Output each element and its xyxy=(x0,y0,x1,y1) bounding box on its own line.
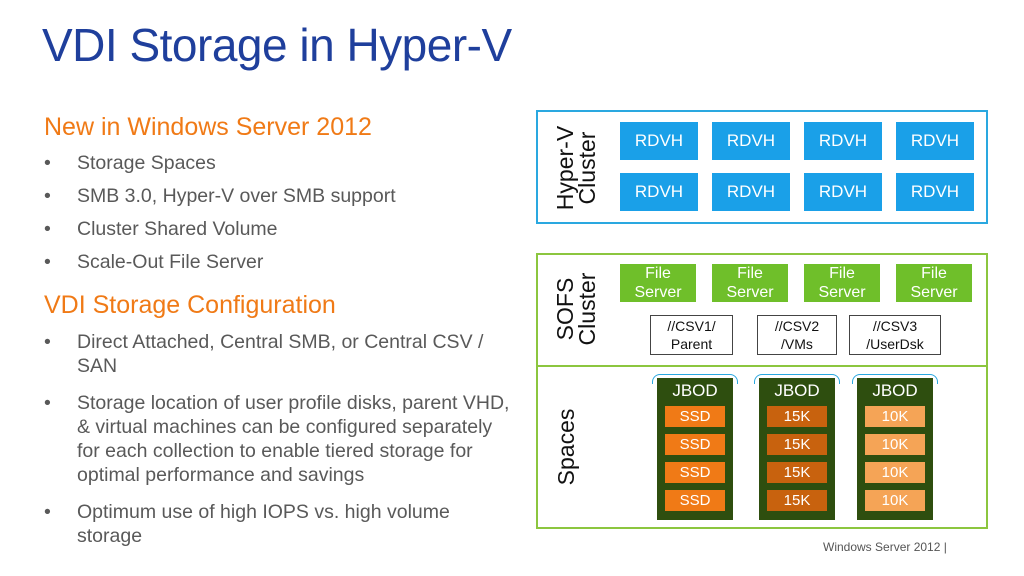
csv-volume-userdsk: //CSV3/UserDsk xyxy=(849,315,941,355)
disk-10k: 10K xyxy=(865,434,925,455)
rdvh-node: RDVH xyxy=(712,173,790,211)
disk-ssd: SSD xyxy=(665,462,725,483)
sofs-cluster-frame xyxy=(536,253,988,529)
brace-connector xyxy=(652,374,738,384)
disk-10k: 10K xyxy=(865,462,925,483)
list-item: •Storage location of user profile disks,… xyxy=(44,392,510,486)
page-title: VDI Storage in Hyper-V xyxy=(42,19,512,71)
list-item: •SMB 3.0, Hyper-V over SMB support xyxy=(44,185,396,207)
bullet-icon: • xyxy=(44,501,51,523)
section-heading-storage-config: VDI Storage Configuration xyxy=(44,291,336,319)
footer-product-name: Windows Server 2012 | xyxy=(823,540,947,554)
spaces-label: Spaces xyxy=(553,408,579,486)
list-item: •Optimum use of high IOPS vs. high volum… xyxy=(44,501,450,547)
list-item: •Storage Spaces xyxy=(44,152,216,174)
list-item: •Cluster Shared Volume xyxy=(44,218,278,240)
rdvh-node: RDVH xyxy=(896,173,974,211)
bullet-icon: • xyxy=(44,185,51,207)
rdvh-node: RDVH xyxy=(896,122,974,160)
disk-10k: 10K xyxy=(865,406,925,427)
bullet-icon: • xyxy=(44,251,51,273)
disk-15k: 15K xyxy=(767,462,827,483)
disk-15k: 15K xyxy=(767,434,827,455)
rdvh-node: RDVH xyxy=(620,173,698,211)
rdvh-node: RDVH xyxy=(712,122,790,160)
list-item: •Scale-Out File Server xyxy=(44,251,264,273)
jbod-enclosure-10k: JBOD 10K 10K 10K 10K xyxy=(857,378,933,520)
rdvh-node: RDVH xyxy=(804,122,882,160)
disk-10k: 10K xyxy=(865,490,925,511)
rdvh-node: RDVH xyxy=(804,173,882,211)
brace-connector xyxy=(852,374,938,384)
spaces-divider xyxy=(538,365,986,367)
hyperv-cluster-label: Hyper-V Cluster xyxy=(552,125,600,211)
new-features-list: •Storage Spaces •SMB 3.0, Hyper-V over S… xyxy=(44,151,514,283)
csv-volume-vms: //CSV2/VMs xyxy=(757,315,837,355)
brace-connector xyxy=(754,374,840,384)
disk-15k: 15K xyxy=(767,406,827,427)
csv-volume-parent: //CSV1/Parent xyxy=(650,315,733,355)
bullet-icon: • xyxy=(44,392,51,414)
disk-ssd: SSD xyxy=(665,406,725,427)
storage-config-list: •Direct Attached, Central SMB, or Centra… xyxy=(44,330,514,561)
list-item: •Direct Attached, Central SMB, or Centra… xyxy=(44,331,484,377)
disk-ssd: SSD xyxy=(665,490,725,511)
disk-15k: 15K xyxy=(767,490,827,511)
bullet-icon: • xyxy=(44,152,51,174)
sofs-cluster-label: SOFS Cluster xyxy=(552,272,600,346)
jbod-enclosure-ssd: JBOD SSD SSD SSD SSD xyxy=(657,378,733,520)
hyperv-cluster-frame xyxy=(536,110,988,224)
disk-ssd: SSD xyxy=(665,434,725,455)
section-heading-new-features: New in Windows Server 2012 xyxy=(44,113,372,141)
rdvh-node: RDVH xyxy=(620,122,698,160)
bullet-icon: • xyxy=(44,218,51,240)
jbod-enclosure-15k: JBOD 15K 15K 15K 15K xyxy=(759,378,835,520)
bullet-icon: • xyxy=(44,331,51,353)
